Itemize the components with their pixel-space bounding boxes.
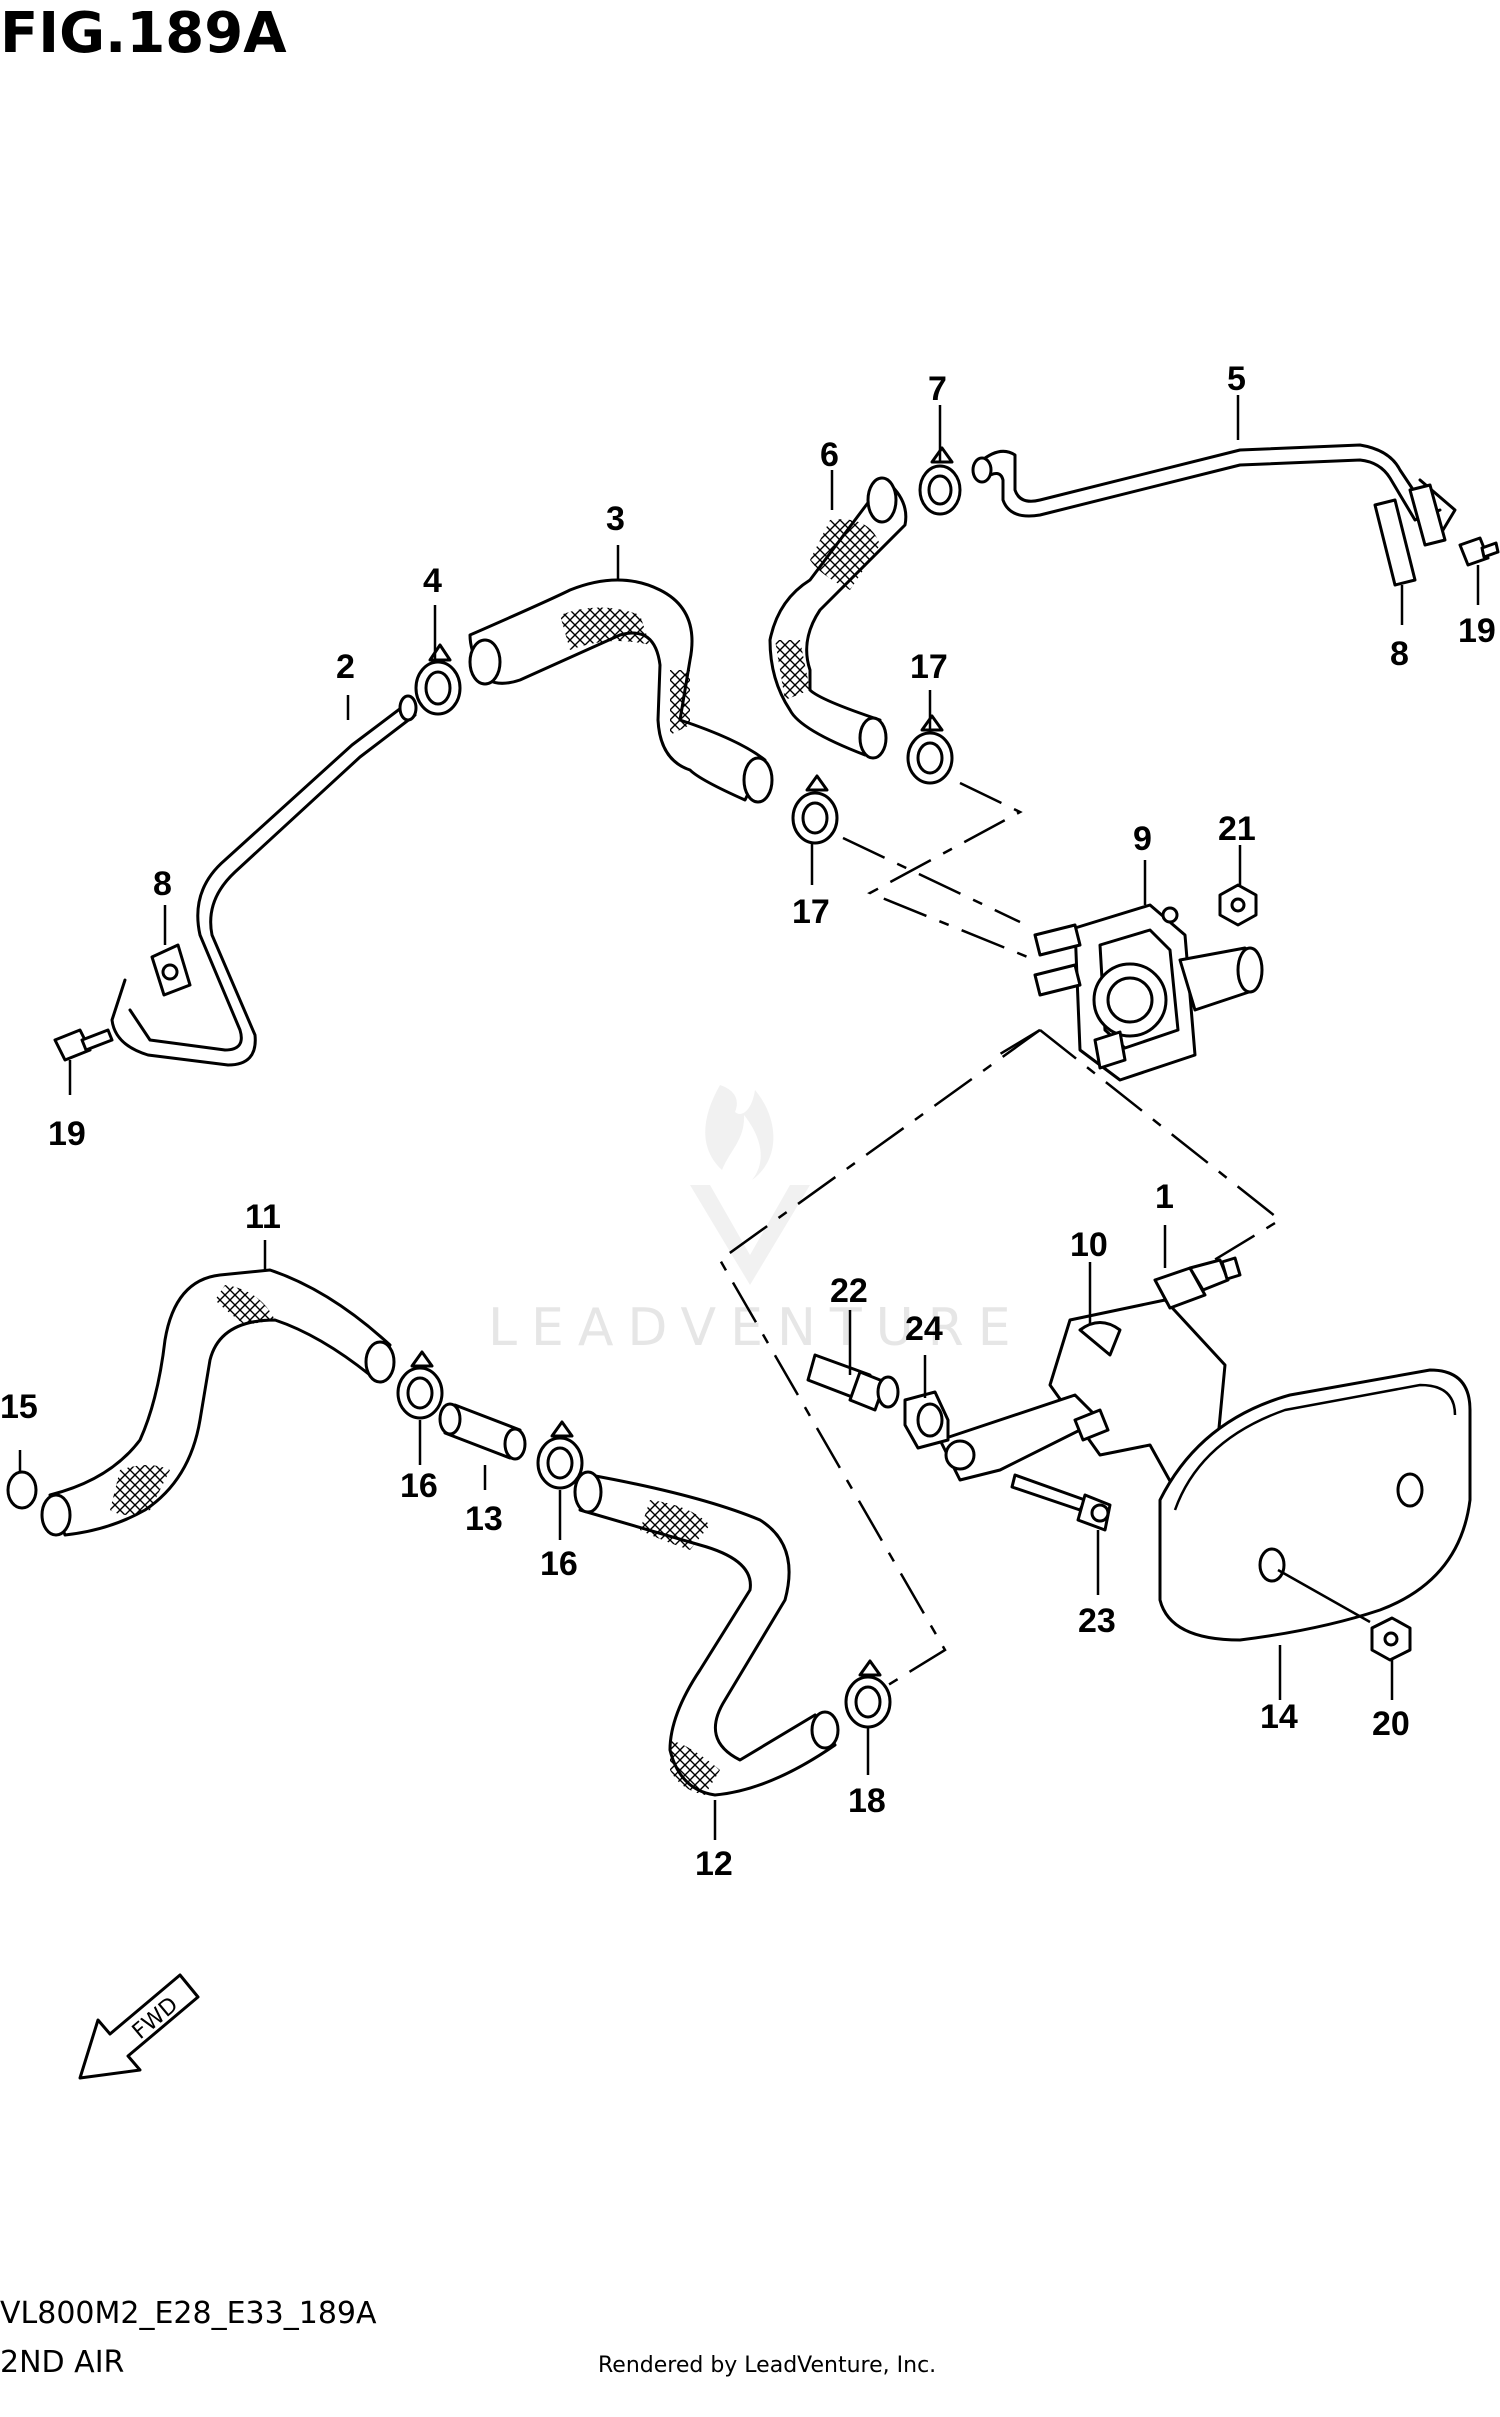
callout-2: 2 bbox=[336, 648, 355, 686]
part-19-bolt-right bbox=[1458, 536, 1500, 567]
callout-7: 7 bbox=[928, 370, 947, 408]
part-16-clamp-left bbox=[396, 1350, 444, 1420]
callout-20: 20 bbox=[1372, 1705, 1410, 1743]
callout-22: 22 bbox=[830, 1272, 868, 1310]
callout-6: 6 bbox=[820, 436, 839, 474]
callout-19-right: 19 bbox=[1458, 612, 1496, 650]
part-8-bracket-right bbox=[1373, 483, 1447, 587]
callout-1: 1 bbox=[1155, 1178, 1174, 1216]
fwd-direction-arrow[interactable]: FWD bbox=[78, 1973, 200, 2080]
part-23-bolt bbox=[1010, 1473, 1112, 1532]
callout-8-right: 8 bbox=[1390, 635, 1409, 673]
callout-8-left: 8 bbox=[153, 865, 172, 903]
part-3-hose bbox=[468, 578, 774, 804]
callout-15: 15 bbox=[0, 1388, 38, 1426]
callout-19-left: 19 bbox=[48, 1115, 86, 1153]
part-10-bracket bbox=[938, 1298, 1227, 1492]
callout-18: 18 bbox=[848, 1782, 886, 1820]
diagram-code: VL800M2_E28_E33_189A bbox=[0, 2296, 377, 2331]
part-18-clamp bbox=[844, 1659, 892, 1729]
part-17-clamp-upper bbox=[906, 714, 954, 785]
rendered-by: Rendered by LeadVenture, Inc. bbox=[598, 2353, 936, 2378]
callout-3: 3 bbox=[606, 500, 625, 538]
part-14-cover bbox=[1158, 1368, 1472, 1642]
callout-10: 10 bbox=[1070, 1226, 1108, 1264]
callout-9: 9 bbox=[1133, 820, 1152, 858]
part-1-valve-fitting bbox=[1153, 1256, 1242, 1310]
part-7-clamp bbox=[918, 446, 962, 516]
assembly-lines bbox=[718, 781, 1283, 1692]
callout-16-left: 16 bbox=[400, 1467, 438, 1505]
part-22-bolt bbox=[806, 1353, 900, 1412]
figure-title: FIG.189A bbox=[0, 1, 287, 66]
part-6-hose bbox=[768, 476, 908, 760]
callout-11: 11 bbox=[245, 1198, 281, 1236]
part-19-bolt-left bbox=[53, 1028, 114, 1062]
part-24-grommet bbox=[903, 1390, 950, 1450]
callout-17-lower: 17 bbox=[792, 893, 830, 931]
leader-lines bbox=[18, 395, 1480, 1840]
callout-14: 14 bbox=[1260, 1698, 1298, 1736]
callout-5: 5 bbox=[1227, 360, 1246, 398]
part-13-joint bbox=[438, 1402, 527, 1461]
callout-24: 24 bbox=[905, 1310, 943, 1348]
callout-21: 21 bbox=[1218, 810, 1256, 848]
part-8-bracket-left bbox=[150, 943, 192, 997]
callout-13: 13 bbox=[465, 1500, 503, 1538]
part-9-reed-valve bbox=[1033, 903, 1264, 1082]
part-4-clamp bbox=[414, 643, 462, 716]
fwd-arrow-icon bbox=[78, 1973, 200, 2080]
part-20-nut bbox=[1370, 1616, 1412, 1662]
section-name: 2ND AIR bbox=[0, 2345, 124, 2380]
watermark-logo bbox=[690, 1085, 810, 1285]
part-12-hose bbox=[573, 1470, 840, 1797]
part-17-clamp-lower bbox=[791, 774, 839, 845]
part-2-pipe bbox=[110, 694, 418, 1067]
callout-4: 4 bbox=[423, 562, 442, 600]
callout-labels: 1 2 3 4 5 6 7 8 8 9 10 11 12 13 14 15 16… bbox=[0, 360, 1496, 1883]
part-16-clamp-right bbox=[536, 1420, 584, 1490]
part-15-clip bbox=[6, 1470, 38, 1510]
watermark-text: LEADVENTURE bbox=[488, 1298, 1025, 1358]
callout-23: 23 bbox=[1078, 1602, 1116, 1640]
callout-16-right: 16 bbox=[540, 1545, 578, 1583]
part-21-nut bbox=[1218, 883, 1258, 927]
part-11-hose bbox=[40, 1268, 396, 1537]
callout-12: 12 bbox=[695, 1845, 733, 1883]
callout-17-upper: 17 bbox=[910, 648, 948, 686]
